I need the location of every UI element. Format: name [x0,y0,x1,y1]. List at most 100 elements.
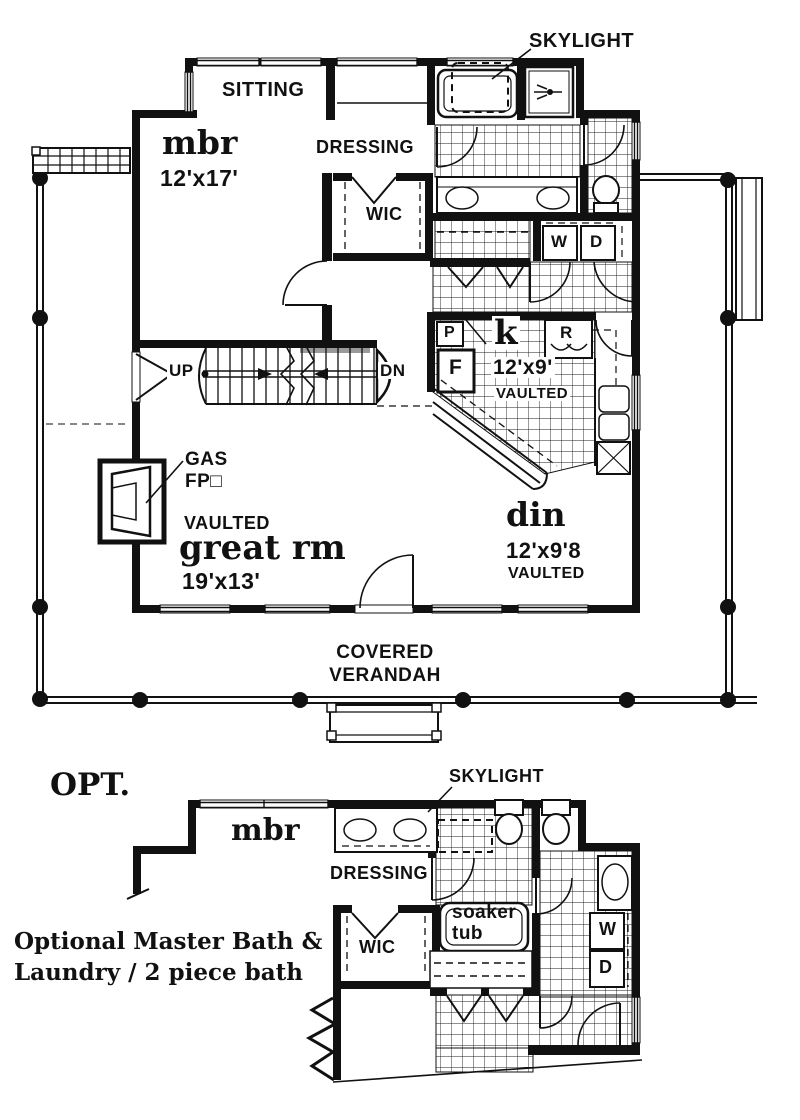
great-room-dims: 19'x13' [182,568,261,594]
stairs-down-label: DN [378,361,408,380]
verandah-line-2: VERANDAH [329,665,441,686]
door-bath [436,126,478,168]
window [517,604,589,614]
sink [343,818,377,842]
fireplace-label-1: GAS [185,449,228,470]
door-hall-optional [577,1002,621,1046]
shower [523,65,575,119]
dryer-box [580,225,616,261]
gas-fireplace [97,458,184,545]
door-wic-bifold [351,176,397,205]
double-vanity-optional [334,807,438,853]
sink [536,186,570,210]
toilet-optional [494,799,524,845]
window [264,604,331,614]
doors-main [131,124,639,614]
verandah-railing [36,152,757,704]
washer-box [542,225,578,261]
great-room-note: VAULTED [184,513,270,533]
bathtub [436,68,519,119]
mbr-dims: 12'x17' [160,165,239,191]
sink [393,818,427,842]
kitchen-note: VAULTED [494,385,571,402]
walls-optional [133,800,640,1080]
cut-edge [332,1059,643,1083]
kitchen-sink [598,385,630,413]
wic-rods-optional [346,916,426,976]
windows-main [159,57,641,614]
skylight-leader-line-optional [427,786,453,813]
optional-caption: Optional Master Bath & Laundry / 2 piece… [14,926,322,988]
window [631,374,641,431]
mbr-label: mbr [162,123,238,162]
stair-bullnose [198,347,207,405]
tub-platform [429,950,533,989]
wic-label-optional: WIC [359,937,396,957]
skylight-outline [451,62,509,113]
washer-label: W [551,232,568,251]
shower-head-icon [534,84,562,100]
window [260,57,322,67]
door-closet-bifold [447,266,484,289]
skylight-outline-optional [437,819,493,853]
sink [445,186,479,210]
door-kitchen [595,319,633,357]
optional-heading: OPT. [50,767,131,803]
range-label: R [560,323,573,342]
dishwasher-box [596,441,631,475]
verandah-posts [32,170,736,708]
dining-dims: 12'x9'8 [506,538,582,563]
door-2pc-bath [535,877,573,915]
fireplace-leader-line [145,460,184,504]
pantry-box [436,321,464,347]
great-room-label: great rm [179,528,346,568]
soaker-tub-label: soaker tub [452,902,516,944]
window [446,57,514,67]
optional-caption-line-1: Optional Master Bath & [14,928,323,955]
wic-label: WIC [366,204,403,224]
up-arrow-icon [258,368,272,380]
door-bifold-optional [488,995,524,1023]
window [184,71,194,113]
soaker-tub-line-2: tub [452,923,484,944]
doors-optional [351,857,621,1046]
window [631,121,641,161]
skylight-label-optional: SKYLIGHT [449,766,545,786]
toilet [592,175,620,214]
verandah-steps-east [735,177,763,321]
window [336,57,418,67]
mbr-label-optional: mbr [231,813,300,848]
washer-label-optional: W [599,919,617,939]
window [196,57,260,67]
down-arrow-icon [314,368,328,380]
window [431,604,503,614]
sink [601,863,629,901]
stairs-up-label: UP [167,361,196,380]
fixtures-optional [334,786,633,989]
door-closet-bifold [496,266,524,289]
fireplace-label-2: FP□ [185,471,223,492]
range-box [544,319,593,359]
vanity-optional [597,855,633,911]
break-zigzag [305,996,339,1082]
window [159,604,231,614]
fridge-label: F [449,356,463,379]
door-verandah [354,554,414,614]
fridge-box [436,348,476,394]
sitting-label: SITTING [222,79,305,101]
dryer-label-optional: D [599,957,613,977]
dressing-label: DRESSING [316,137,415,157]
skylight-leader-line [491,48,532,80]
verandah-label: COVERED VERANDAH [305,641,465,687]
washer-box-optional [589,912,625,950]
window [631,996,641,1044]
dining-label: din [506,495,566,534]
window [199,799,329,809]
angled-counter [432,387,548,490]
stair-rail [203,370,386,378]
kitchen-sink [598,413,630,441]
verandah-steps-south [326,702,442,743]
cut-lines-optional [126,888,643,1083]
stair-break-lines [279,345,315,406]
